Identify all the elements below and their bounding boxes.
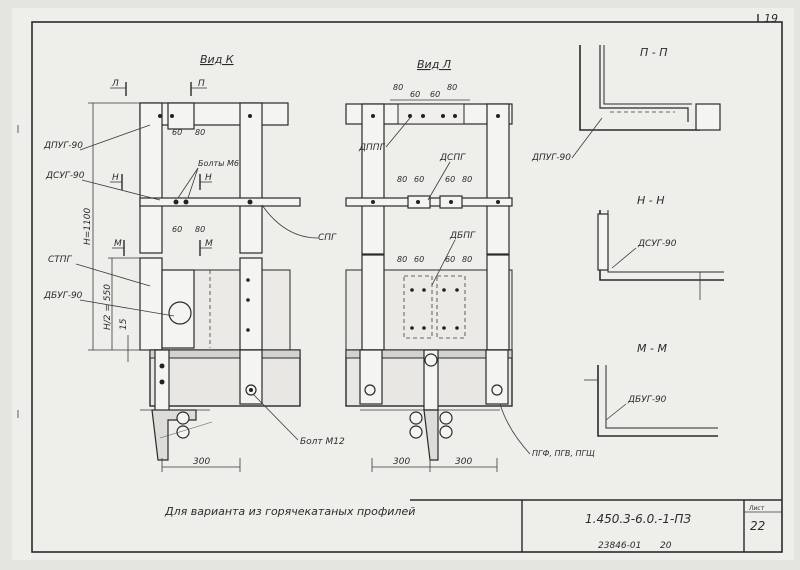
- middle-rail-k: [139, 197, 301, 207]
- label-dppg: ДППГ: [358, 143, 386, 153]
- dim-h1100: H=1100: [83, 208, 93, 245]
- marker-l: Л: [111, 79, 119, 89]
- label-dsug-nn: ДСУГ-90: [637, 239, 677, 249]
- sheet-number: 19: [764, 12, 778, 25]
- dim-60-l4: 60: [445, 175, 455, 184]
- dim-80-l5: 80: [397, 255, 407, 264]
- dim-300-k: 300: [193, 457, 210, 467]
- sheet-label: Лист: [748, 505, 765, 512]
- dim-h550: H/2 = 550: [103, 284, 113, 330]
- dim-60-l2: 60: [430, 90, 440, 99]
- dim-60-k-mid: 60: [172, 225, 182, 234]
- label-stpg: СТПГ: [48, 255, 73, 265]
- label-profiles: ПГФ, ПГВ, ПГЩ: [532, 449, 595, 458]
- post-left-k: [139, 102, 163, 254]
- inventory-suffix: 20: [660, 541, 672, 551]
- section-nn-title: Н - Н: [637, 194, 665, 207]
- post-right-k: [239, 102, 263, 254]
- dim-300-l1: 300: [393, 457, 410, 467]
- dim-60-l6: 60: [445, 255, 455, 264]
- section-mm-profile: [597, 365, 718, 437]
- dim-60-l1: 60: [410, 90, 420, 99]
- dim-80-k-mid: 80: [195, 225, 205, 234]
- dim-60-l5: 60: [414, 255, 424, 264]
- section-pp-title: П - П: [640, 46, 668, 59]
- label-dbug-mm: ДБУГ-90: [627, 395, 667, 405]
- inventory-number: 23846-01: [598, 541, 641, 551]
- dim-60-l3: 60: [414, 175, 424, 184]
- label-dbpg: ДБПГ: [449, 231, 476, 241]
- base-beam-k: [149, 349, 301, 407]
- drawing-caption: Для варианта из горячекатаных профилей: [164, 505, 415, 518]
- sheet-value: 22: [750, 519, 765, 533]
- post-right-l: [486, 103, 510, 255]
- marker-n-left: Н: [112, 173, 119, 183]
- marker-n-right: Н: [205, 173, 212, 183]
- dim-80-k-top: 80: [195, 128, 205, 137]
- dim-80-l4: 80: [462, 175, 472, 184]
- dim-15: 15: [119, 318, 129, 330]
- label-dpug-pp: ДПУГ-90: [531, 153, 571, 163]
- document-code: 1.450.3-6.0.-1-ПЗ: [585, 512, 691, 526]
- dim-300-l2: 300: [455, 457, 472, 467]
- label-dbug: ДБУГ-90: [43, 291, 83, 301]
- label-dpug: ДПУГ-90: [43, 141, 83, 151]
- post-left-l: [361, 103, 385, 255]
- marker-p: П: [198, 79, 205, 89]
- marker-m-right: М: [205, 239, 213, 249]
- dim-80-l6: 80: [462, 255, 472, 264]
- label-bolt-m12: Болт М12: [300, 437, 345, 447]
- view-l-title: Вид Л: [417, 58, 451, 71]
- dim-80-l2: 80: [447, 83, 457, 92]
- label-spg: СПГ: [318, 233, 337, 243]
- dim-60-k-top: 60: [172, 128, 182, 137]
- section-mm-title: М - М: [637, 342, 667, 355]
- label-dsug: ДСУГ-90: [45, 171, 85, 181]
- view-k-title: Вид К: [200, 53, 235, 66]
- section-pp-profile: [579, 45, 700, 131]
- marker-m-left: М: [114, 239, 122, 249]
- hole-k: [168, 301, 192, 325]
- dim-80-l1: 80: [393, 83, 403, 92]
- dim-80-l3: 80: [397, 175, 407, 184]
- label-bolts-m6: Болты М6: [198, 159, 239, 168]
- label-dspg: ДСПГ: [439, 153, 466, 163]
- drawing-frame: [31, 21, 783, 553]
